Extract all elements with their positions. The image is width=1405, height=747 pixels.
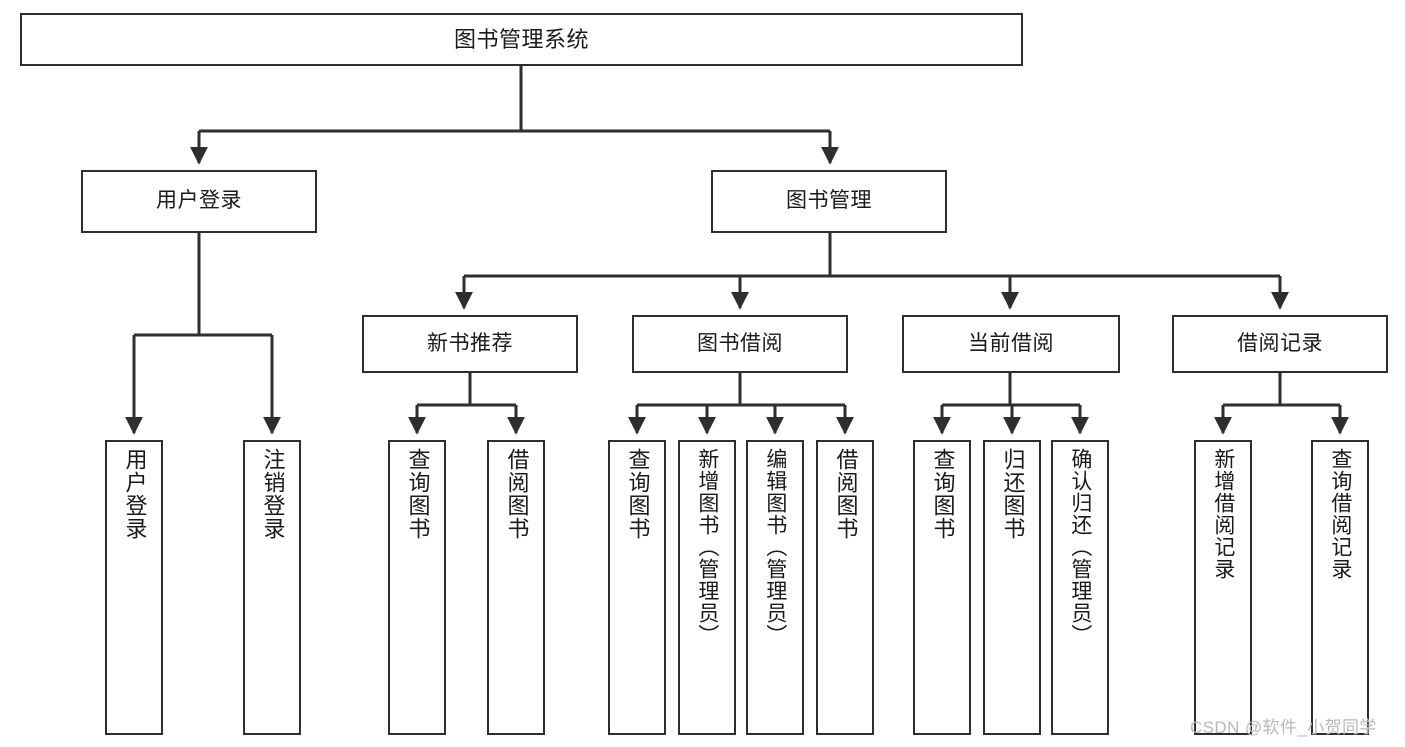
node-l3-current[interactable]: 当前借阅 [902,315,1120,373]
node-label: 借阅记录 [1237,331,1323,355]
node-leaf-rec-query[interactable]: 查询图书 [388,440,446,735]
node-leaf-rcd-query[interactable]: 查询借阅记录 [1311,440,1369,735]
node-label: 用户登录 [122,448,148,540]
node-label: 借阅图书 [833,448,859,540]
node-l2-manage[interactable]: 图书管理 [711,170,947,233]
node-label: 查询图书 [405,448,431,540]
node-root[interactable]: 图书管理系统 [20,13,1023,66]
node-label: 新增借阅记录 [1211,448,1235,580]
node-label: 查询图书 [930,448,956,540]
node-label: 新书推荐 [427,331,513,355]
node-leaf-user-login[interactable]: 用户登录 [105,440,163,735]
node-leaf-cur-confirm[interactable]: 确认归还（管理员） [1051,440,1109,735]
node-leaf-bor-edit[interactable]: 编辑图书（管理员） [746,440,804,735]
node-label: 图书管理 [786,189,872,213]
csdn-watermark: CSDN @软件_小贺同学 [1190,718,1377,737]
node-label: 借阅图书 [504,448,530,540]
node-leaf-bor-add[interactable]: 新增图书（管理员） [678,440,736,735]
node-l2-login[interactable]: 用户登录 [81,170,317,233]
node-label: 确认归还（管理员） [1068,448,1092,646]
node-l3-records[interactable]: 借阅记录 [1172,315,1388,373]
node-leaf-bor-lend[interactable]: 借阅图书 [816,440,874,735]
node-leaf-cur-return[interactable]: 归还图书 [983,440,1041,735]
node-label: 查询图书 [625,448,651,540]
node-label: 查询借阅记录 [1328,448,1352,580]
node-l3-recommend[interactable]: 新书推荐 [362,315,578,373]
node-leaf-user-logout[interactable]: 注销登录 [243,440,301,735]
node-label: 当前借阅 [968,331,1054,355]
node-leaf-cur-query[interactable]: 查询图书 [913,440,971,735]
node-label: 注销登录 [260,448,286,540]
node-label: 编辑图书（管理员） [763,448,787,646]
node-label: 图书借阅 [697,331,783,355]
node-leaf-rec-borrow[interactable]: 借阅图书 [487,440,545,735]
node-leaf-bor-query[interactable]: 查询图书 [608,440,666,735]
node-label: 归还图书 [1000,448,1026,540]
node-label: 图书管理系统 [453,26,589,52]
node-label: 用户登录 [156,189,242,213]
node-label: 新增图书（管理员） [695,448,719,646]
node-leaf-rcd-add[interactable]: 新增借阅记录 [1194,440,1252,735]
node-l3-borrow[interactable]: 图书借阅 [632,315,848,373]
